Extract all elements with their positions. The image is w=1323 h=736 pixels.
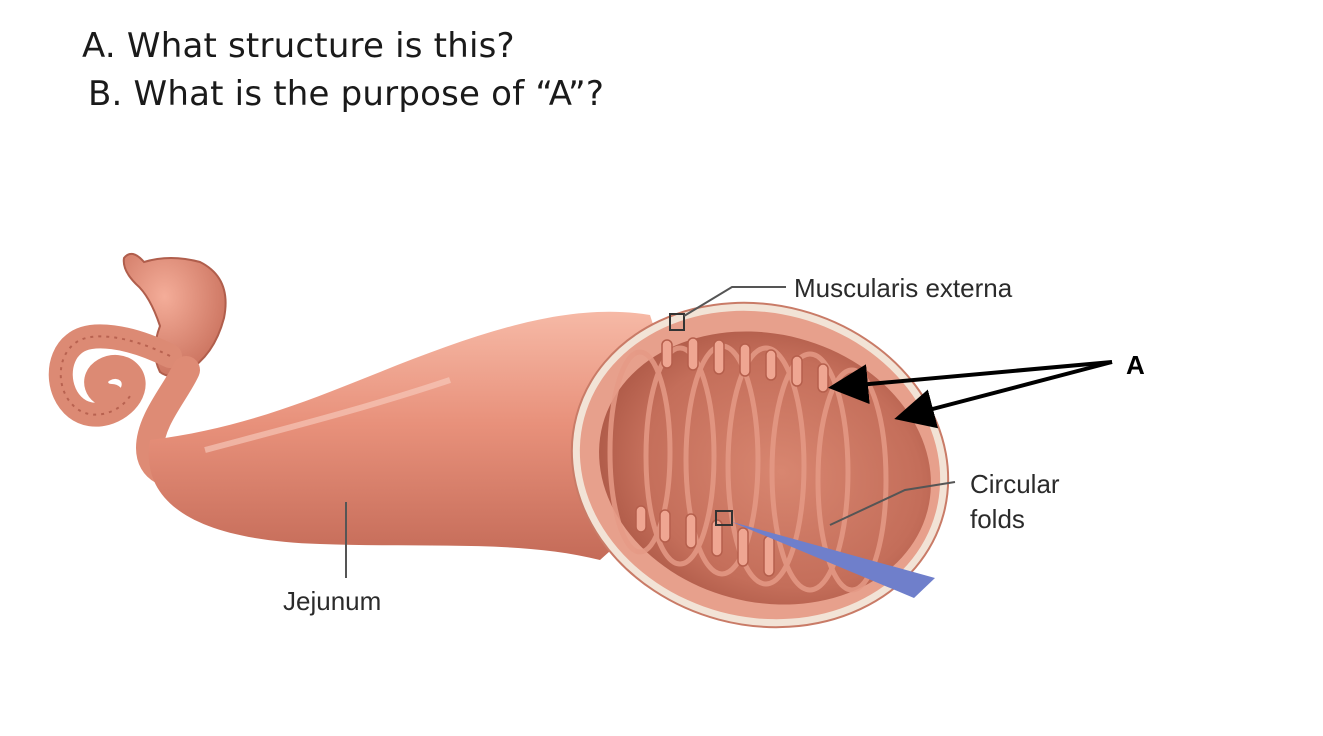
muscularis-marker-box	[669, 313, 685, 331]
top-folds	[661, 337, 829, 393]
jejunum-tube	[148, 311, 700, 560]
label-circular: Circular	[970, 469, 1060, 499]
a-arrows	[828, 360, 1113, 429]
duodenum	[48, 324, 182, 427]
bottom-folds	[635, 505, 775, 577]
label-muscularis-externa: Muscularis externa	[794, 273, 1013, 303]
leader-lines	[345, 286, 956, 578]
zoom-pointer	[732, 522, 935, 598]
fold-marker-box	[715, 510, 733, 526]
label-folds: folds	[970, 504, 1025, 534]
label-jejunum: Jejunum	[283, 586, 381, 616]
question-b: B. What is the purpose of “A”?	[88, 74, 605, 114]
label-a-marker: A	[1126, 350, 1145, 380]
question-a: A. What structure is this?	[82, 26, 515, 66]
